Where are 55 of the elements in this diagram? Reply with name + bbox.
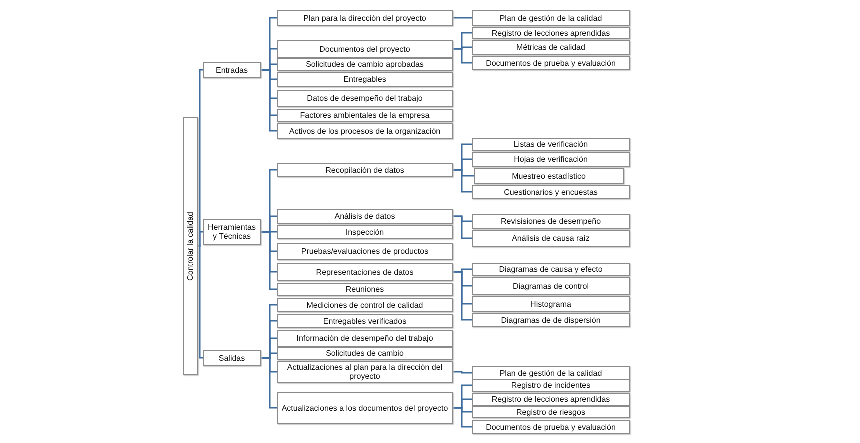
topic-box: Plan de gestión de la calidad	[472, 366, 630, 380]
connector-line	[261, 357, 277, 409]
topic-box: Solicitudes de cambio	[277, 347, 453, 360]
topic-box: Documentos del proyecto	[277, 40, 453, 58]
topic-box: Información de desempeño del trabajo	[277, 330, 453, 347]
topic-box: Herramientas y Técnicas	[203, 219, 261, 245]
connector-line	[453, 407, 472, 428]
topic-box: Registro de lecciones aprendidas	[472, 393, 630, 406]
connector-line	[453, 48, 472, 64]
topic-box: Factores ambientales de la empresa	[277, 109, 453, 122]
connector-line	[198, 245, 203, 359]
topic-box: Reuniones	[277, 283, 453, 296]
topic-box: Documentos de prueba y evaluación	[472, 420, 630, 434]
topic-box: Datos de desempeño del trabajo	[277, 90, 453, 107]
topic-box: Entregables verificados	[277, 314, 453, 328]
topic-box: Métricas de calidad	[472, 40, 630, 55]
topic-box: Solicitudes de cambio aprobadas	[277, 58, 453, 71]
topic-box: Representaciones de datos	[277, 263, 453, 281]
topic-box: Recopilación de datos	[277, 163, 453, 177]
topic-box: Registro de riesgos	[472, 406, 630, 418]
connector-line	[453, 271, 472, 321]
topic-box: Inspección	[277, 225, 453, 239]
topic-box: Pruebas/evaluaciones de productos	[277, 243, 453, 260]
connector-line	[453, 17, 472, 19]
topic-box: Actualizaciones a los documentos del proyecto	[277, 392, 453, 424]
topic-box: Salidas	[203, 350, 261, 366]
connector-line	[453, 371, 472, 374]
topic-box: Histograma	[472, 296, 630, 312]
connector-line	[198, 231, 203, 247]
vertical-title: Controlar la calidad	[186, 212, 195, 280]
topic-box: Mediciones de control de calidad	[277, 298, 453, 312]
topic-box: Actualizaciones al plan para la dirección del proyecto	[277, 361, 453, 383]
topic-box: Registro de incidentes	[472, 379, 630, 392]
topic-box: Entregables	[277, 72, 453, 87]
topic-box: Plan para la dirección del proyecto	[277, 10, 453, 26]
topic-box: Muestreo estadístico	[474, 168, 624, 184]
topic-box: Diagramas de control	[472, 277, 630, 295]
topic-box: Diagramas de de dispersión	[472, 313, 630, 327]
topic-box: Análisis de causa raíz	[472, 230, 630, 247]
topic-box: Hojas de verificación	[472, 152, 630, 167]
connector-line	[261, 69, 277, 132]
root-box	[183, 117, 198, 375]
connector-line	[453, 169, 472, 193]
connector-line	[261, 231, 277, 290]
topic-box: Registro de lecciones aprendidas	[472, 27, 630, 39]
topic-box: Listas de verificación	[472, 138, 630, 151]
topic-box: Revisisiones de desempeño	[472, 214, 630, 229]
topic-box: Documentos de prueba y evaluación	[472, 56, 630, 70]
topic-box: Activos de los procesos de la organización	[277, 123, 453, 139]
topic-box: Entradas	[203, 62, 261, 78]
topic-box: Plan de gestión de la calidad	[472, 10, 630, 26]
topic-box: Diagramas de causa y efecto	[472, 263, 630, 276]
connector-line	[453, 216, 472, 240]
topic-box: Cuestionarios y encuestas	[472, 185, 630, 199]
topic-box: Análisis de datos	[277, 209, 453, 224]
